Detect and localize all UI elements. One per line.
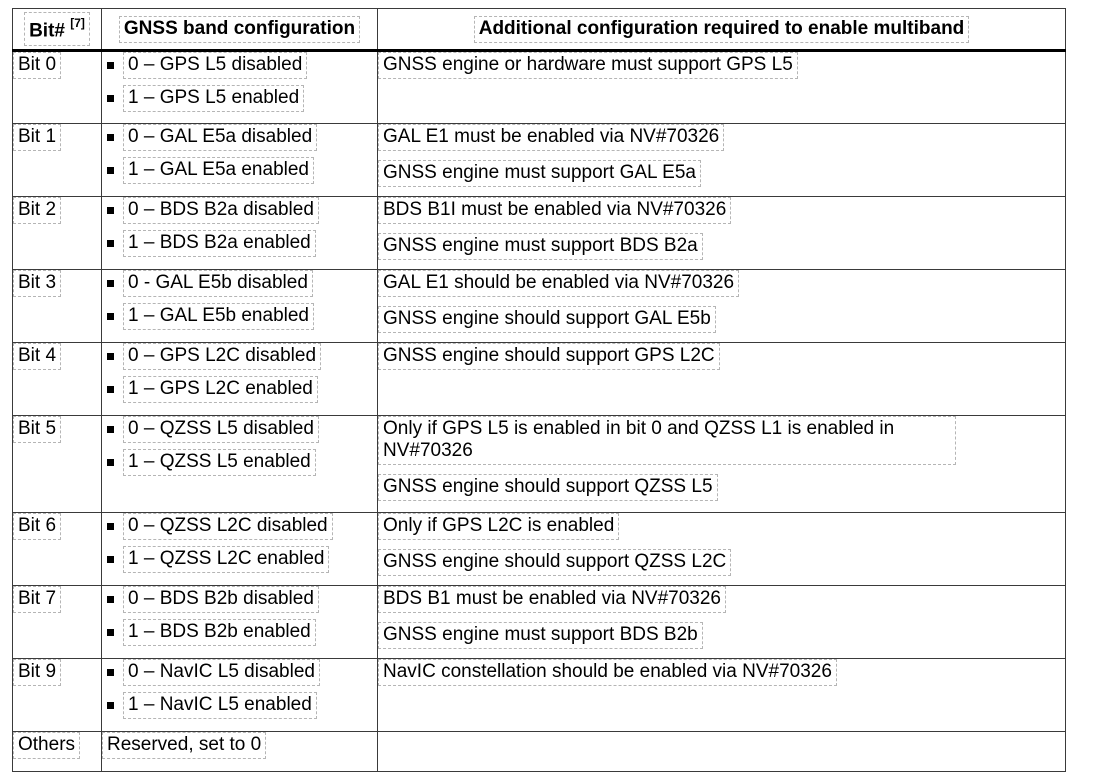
bullet-icon [107,61,114,69]
reserved-text: Reserved, set to 0 [102,732,267,759]
header-bit: Bit# [7] [12,8,102,52]
option-text: 1 – GPS L5 enabled [123,84,305,112]
bit-label: Bit 7 [13,586,62,613]
bullet-icon [107,668,114,676]
option-text: 0 – GAL E5a disabled [123,123,318,151]
bit-label: Bit 6 [13,513,62,540]
requirement-text: GNSS engine must support BDS B2a [378,233,703,260]
option-text: 1 – BDS B2a enabled [123,229,316,257]
table-row: Bit 6 0 – QZSS L2C disabled 1 – QZSS L2C… [12,512,1066,586]
requirement-text: GAL E1 should be enabled via NV#70326 [378,270,740,297]
bullet-icon [107,628,114,636]
table-row: Bit 2 0 – BDS B2a disabled 1 – BDS B2a e… [12,196,1066,270]
option-text: 1 – GAL E5b enabled [123,302,314,330]
requirement-text: GAL E1 must be enabled via NV#70326 [378,124,725,151]
table-row: Others Reserved, set to 0 [12,731,1066,772]
requirement-text: NavIC constellation should be enabled vi… [378,659,837,686]
option-text: 0 – NavIC L5 disabled [123,658,320,686]
requirement-text: BDS B1I must be enabled via NV#70326 [378,197,732,224]
table-row: Bit 5 0 – QZSS L5 disabled 1 – QZSS L5 e… [12,415,1066,513]
bit-label: Bit 3 [13,270,62,297]
requirement-text: GNSS engine or hardware must support GPS… [378,52,798,79]
option-text: 1 – BDS B2b enabled [123,618,316,646]
bullet-icon [107,312,114,320]
bullet-icon [107,94,114,102]
requirement-text: Only if GPS L2C is enabled [378,513,620,540]
bit-label: Bit 9 [13,659,62,686]
requirement-text: GNSS engine should support GAL E5b [378,306,716,333]
option-text: 0 – QZSS L5 disabled [123,415,319,443]
bullet-icon [107,458,114,466]
bullet-icon [107,352,114,360]
option-text: 0 – GPS L2C disabled [123,342,322,370]
gnss-band-config-table: Bit# [7] GNSS band configuration Additio… [12,8,1066,772]
bullet-icon [107,522,114,530]
requirement-text: GNSS engine should support GPS L2C [378,343,720,370]
option-text: 1 – QZSS L5 enabled [123,448,316,476]
option-text: 0 – QZSS L2C disabled [123,512,333,540]
table-header-row: Bit# [7] GNSS band configuration Additio… [12,8,1066,52]
table-row: Bit 9 0 – NavIC L5 disabled 1 – NavIC L5… [12,658,1066,732]
option-text: 0 – BDS B2a disabled [123,196,319,224]
option-text: 1 – QZSS L2C enabled [123,545,330,573]
option-text: 1 – GPS L2C enabled [123,375,318,403]
table-row: Bit 7 0 – BDS B2b disabled 1 – BDS B2b e… [12,585,1066,659]
requirement-text: Only if GPS L5 is enabled in bit 0 and Q… [378,416,956,465]
table-row: Bit 4 0 – GPS L2C disabled 1 – GPS L2C e… [12,342,1066,416]
option-text: 1 – GAL E5a enabled [123,156,314,184]
requirement-text: GNSS engine should support QZSS L2C [378,549,732,576]
bit-label: Bit 0 [13,52,62,79]
bullet-icon [107,425,114,433]
empty-requirement-cell [377,731,1066,772]
bit-label: Bit 2 [13,197,62,224]
table-row: Bit 3 0 - GAL E5b disabled 1 – GAL E5b e… [12,269,1066,343]
option-text: 0 - GAL E5b disabled [123,269,313,297]
bullet-icon [107,279,114,287]
table-row: Bit 0 0 – GPS L5 disabled 1 – GPS L5 ena… [12,50,1066,124]
bit-label: Bit 4 [13,343,62,370]
requirement-text: GNSS engine should support QZSS L5 [378,474,718,501]
bit-label: Others [13,732,81,759]
requirement-text: BDS B1 must be enabled via NV#70326 [378,586,726,613]
bullet-icon [107,595,114,603]
bullet-icon [107,385,114,393]
bullet-icon [107,555,114,563]
requirement-text: GNSS engine must support GAL E5a [378,160,701,187]
bullet-icon [107,239,114,247]
bullet-icon [107,166,114,174]
option-text: 1 – NavIC L5 enabled [123,691,317,719]
bullet-icon [107,133,114,141]
bit-label: Bit 5 [13,416,62,443]
bit-label: Bit 1 [13,124,62,151]
header-config: GNSS band configuration [101,8,378,52]
requirement-text: GNSS engine must support BDS B2b [378,622,703,649]
table-row: Bit 1 0 – GAL E5a disabled 1 – GAL E5a e… [12,123,1066,197]
option-text: 0 – BDS B2b disabled [123,585,319,613]
bullet-icon [107,206,114,214]
bullet-icon [107,701,114,709]
header-required: Additional configuration required to ena… [377,8,1066,52]
option-text: 0 – GPS L5 disabled [123,51,308,79]
